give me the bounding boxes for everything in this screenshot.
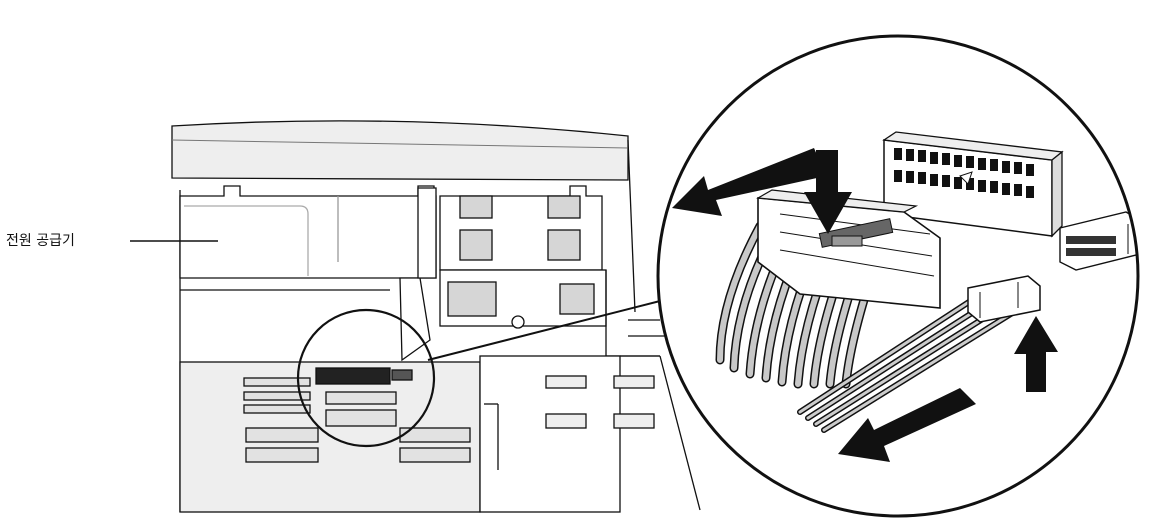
drive-bay — [440, 186, 660, 356]
drive-cage — [480, 356, 700, 512]
board-power-socket — [316, 368, 390, 384]
magnified-detail — [658, 36, 1140, 516]
power-supply-callout: 전원 공급기 — [6, 232, 75, 250]
chassis-top-bezel — [172, 121, 628, 180]
power-supply-unit — [180, 186, 436, 290]
computer-chassis — [172, 121, 700, 512]
